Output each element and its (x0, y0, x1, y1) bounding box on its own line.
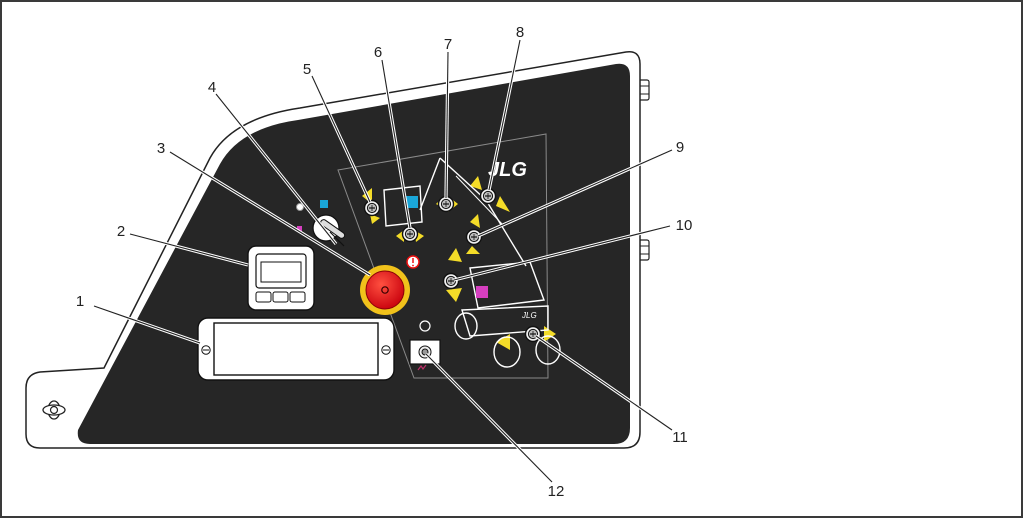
callout-labels: 1 2 3 4 5 6 7 8 9 10 11 12 (76, 24, 693, 500)
platform-rotate-switch[interactable] (363, 199, 381, 217)
callout-7: 7 (444, 36, 452, 53)
callout-3: 3 (157, 140, 165, 157)
mounting-tab-knob (42, 400, 66, 420)
emergency-stop-button[interactable] (360, 265, 410, 315)
platform-level-switch[interactable] (401, 225, 419, 243)
callout-12: 12 (548, 483, 565, 500)
callout-2: 2 (117, 223, 125, 240)
svg-text:JLG: JLG (521, 311, 537, 320)
callout-11: 11 (672, 429, 688, 446)
jib-switch[interactable] (437, 195, 455, 213)
warning-icon (406, 255, 420, 269)
callout-5: 5 (303, 61, 311, 78)
hour-meter-display (247, 245, 315, 311)
engine-icon (417, 320, 431, 371)
leader-lines (93, 39, 673, 484)
brand-logo: JLG (488, 159, 527, 181)
display-placeholder-plate (197, 317, 395, 381)
callout-10: 10 (676, 217, 693, 234)
ground-control-icon (296, 200, 328, 231)
callout-9: 9 (676, 139, 684, 156)
callout-6: 6 (374, 44, 382, 61)
callout-8: 8 (516, 24, 524, 41)
callout-4: 4 (208, 79, 216, 96)
telescope-switch[interactable] (479, 187, 497, 205)
engine-start-switch[interactable] (409, 339, 441, 365)
callout-1: 1 (76, 293, 84, 310)
